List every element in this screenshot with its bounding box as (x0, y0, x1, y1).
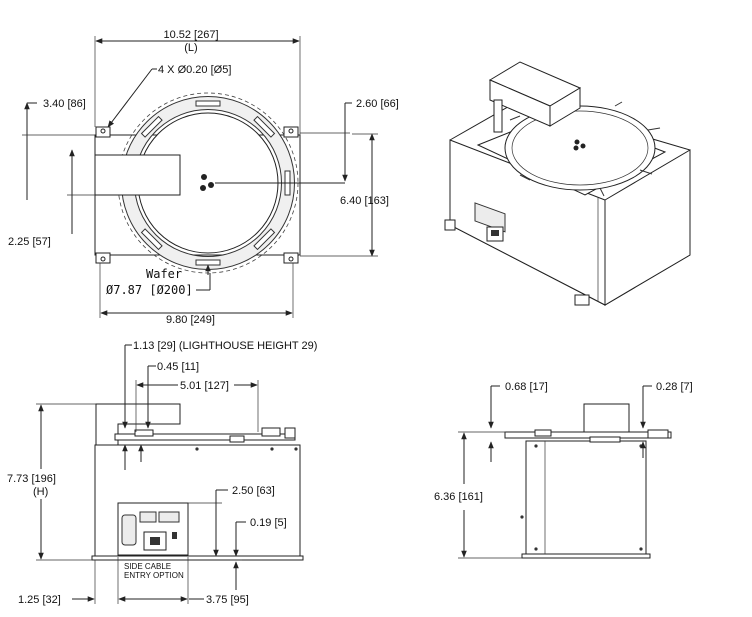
dim-connector-height: 2.50 [63] (232, 485, 275, 497)
dim-wafer-diameter: Ø7.87 [Ø200] (106, 283, 193, 297)
dim-lighthouse: 1.13 [29] (LIGHTHOUSE HEIGHT 29) (133, 340, 317, 352)
center-logo-icon (200, 174, 214, 191)
dim-overall-height: 7.73 [196] (7, 473, 56, 485)
dim-width-symbol: (L) (184, 42, 197, 54)
side-view: 0.68 [17] 0.28 [7] 6.36 [161] (434, 381, 693, 559)
dim-left-margin: 1.25 [32] (18, 594, 61, 606)
corner-tab (283, 252, 299, 264)
side-body (525, 440, 647, 556)
dim-lower-offset: 2.25 [57] (8, 236, 51, 248)
dim-right-offset: 2.60 [66] (356, 98, 399, 110)
db-connector-icon (121, 514, 137, 546)
side-turntable (504, 431, 672, 439)
dim-width: 10.52 [267] (163, 29, 218, 41)
dim-holes: 4 X Ø0.20 [Ø5] (158, 64, 231, 76)
dim-base-width: 9.80 [249] (166, 314, 215, 326)
serial-port-icon (158, 511, 180, 523)
dim-left-offset: 3.40 [86] (43, 98, 86, 110)
dim-base-gap: 0.19 [5] (250, 517, 287, 529)
corner-tab (283, 126, 299, 138)
lighthouse-block (94, 154, 181, 196)
dim-offset-span: 5.01 [127] (180, 380, 229, 392)
dim-connector-width: 3.75 [95] (206, 594, 249, 606)
dim-offset-small: 0.45 [11] (157, 361, 199, 373)
dim-height-symbol: (H) (33, 486, 48, 498)
isometric-view (444, 61, 691, 306)
wafer-label: Wafer (146, 267, 182, 281)
corner-tab (95, 126, 111, 138)
side-lighthouse (583, 403, 630, 435)
cable-note-line1: SIDE CABLE (124, 562, 171, 571)
iso-side-face (604, 149, 691, 306)
rj45-port-icon (139, 511, 157, 523)
front-view: SIDE CABLE ENTRY OPTION 1.13 [29] (LIGHT… (7, 340, 317, 606)
corner-tab (95, 252, 111, 264)
iso-turntable (504, 105, 656, 191)
dim-side-height: 6.36 [161] (434, 491, 483, 503)
dim-side-top-left: 0.68 [17] (505, 381, 548, 393)
cable-note-line2: ENTRY OPTION (124, 571, 184, 580)
top-view: 10.52 [267] (L) 4 X Ø0.20 [Ø5] 3.40 [86]… (8, 29, 399, 326)
dim-side-top-right: 0.28 [7] (656, 381, 693, 393)
dim-height: 6.40 [163] (340, 195, 389, 207)
iso-center-logo-icon (573, 139, 586, 151)
